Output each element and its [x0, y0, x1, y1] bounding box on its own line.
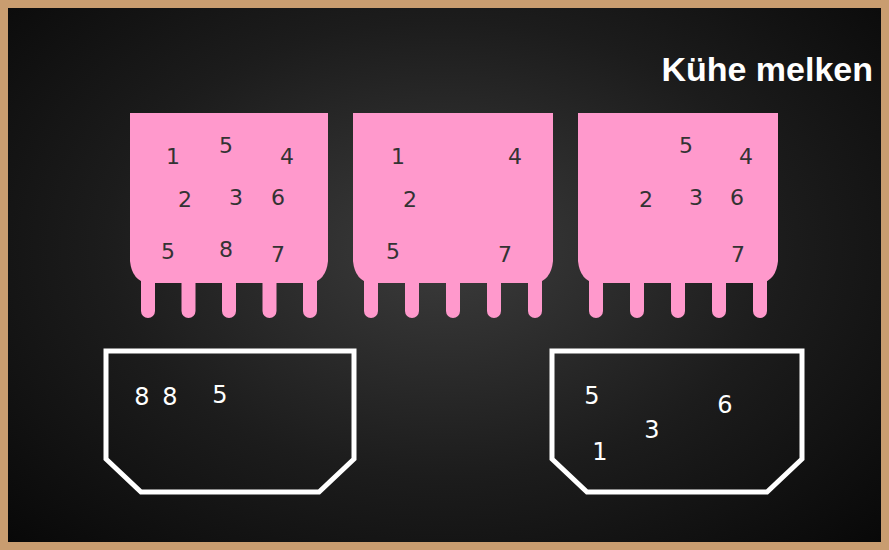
udder-shape [578, 113, 778, 318]
number: 2 [403, 189, 417, 211]
number: 6 [271, 187, 285, 209]
number: 5 [212, 383, 227, 407]
number: 4 [280, 146, 294, 168]
number: 8 [162, 385, 177, 409]
number: 3 [644, 418, 659, 442]
number: 8 [219, 239, 233, 261]
udder: 1 4 2 5 7 [353, 113, 553, 318]
bucket-outline [549, 348, 805, 495]
number: 5 [679, 135, 693, 157]
number: 6 [717, 393, 732, 417]
title: Kühe melken [661, 52, 873, 86]
number: 5 [584, 384, 599, 408]
number: 7 [498, 244, 512, 266]
udder-shape [353, 113, 553, 318]
number: 8 [134, 385, 149, 409]
number: 2 [639, 189, 653, 211]
milk-bucket: 88 5 [103, 348, 357, 495]
number: 1 [592, 440, 607, 464]
number: 1 [391, 146, 405, 168]
udder: 5 4 2 3 6 7 [578, 113, 778, 318]
number: 2 [178, 189, 192, 211]
bucket-outline [103, 348, 357, 495]
number: 3 [229, 187, 243, 209]
number: 5 [219, 135, 233, 157]
number: 7 [271, 244, 285, 266]
number: 7 [731, 244, 745, 266]
number: 4 [508, 146, 522, 168]
number: 5 [161, 241, 175, 263]
number: 6 [730, 187, 744, 209]
udder: 1 5 4 2 3 6 5 8 7 [130, 113, 328, 318]
number: 5 [386, 241, 400, 263]
milk-bucket: 5 6 3 1 [549, 348, 805, 495]
number: 3 [689, 187, 703, 209]
number: 1 [166, 146, 180, 168]
number: 4 [739, 146, 753, 168]
